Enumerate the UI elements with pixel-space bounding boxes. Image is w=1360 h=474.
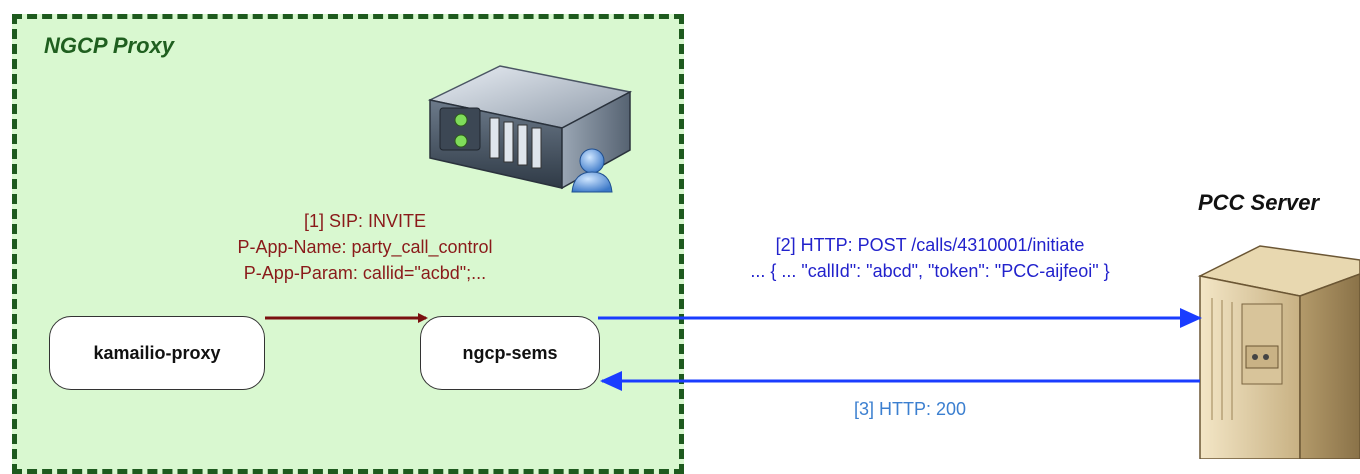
http-post-line-1: [2] HTTP: POST /calls/4310001/initiate [775,235,1085,255]
http-response-label: [3] HTTP: 200 [853,399,967,419]
kamailio-proxy-label: kamailio-proxy [93,342,221,363]
sip-message-label: [1] SIP: INVITE P-App-Name: party_call_c… [160,208,570,286]
pcc-server-title: PCC Server [1198,190,1320,215]
ngcp-sems-label: ngcp-sems [462,342,558,363]
zone-title: NGCP Proxy [44,33,175,58]
sip-line-1: [1] SIP: INVITE [303,211,427,231]
http-post-line-2: ... { ... "callId": "abcd", "token": "PC… [750,261,1110,281]
tower-server-icon [1197,245,1360,459]
sip-line-3: P-App-Param: callid="acbd";... [243,263,487,283]
server-with-user-icon [427,65,633,193]
http-post-label: [2] HTTP: POST /calls/4310001/initiate .… [660,232,1200,284]
diagram-canvas: NGCP Proxy [12,14,1360,474]
kamailio-proxy-node: kamailio-proxy [49,316,265,390]
sip-line-2: P-App-Name: party_call_control [237,237,493,257]
diagram-graphics [265,65,1360,459]
ngcp-sems-node: ngcp-sems [420,316,600,390]
